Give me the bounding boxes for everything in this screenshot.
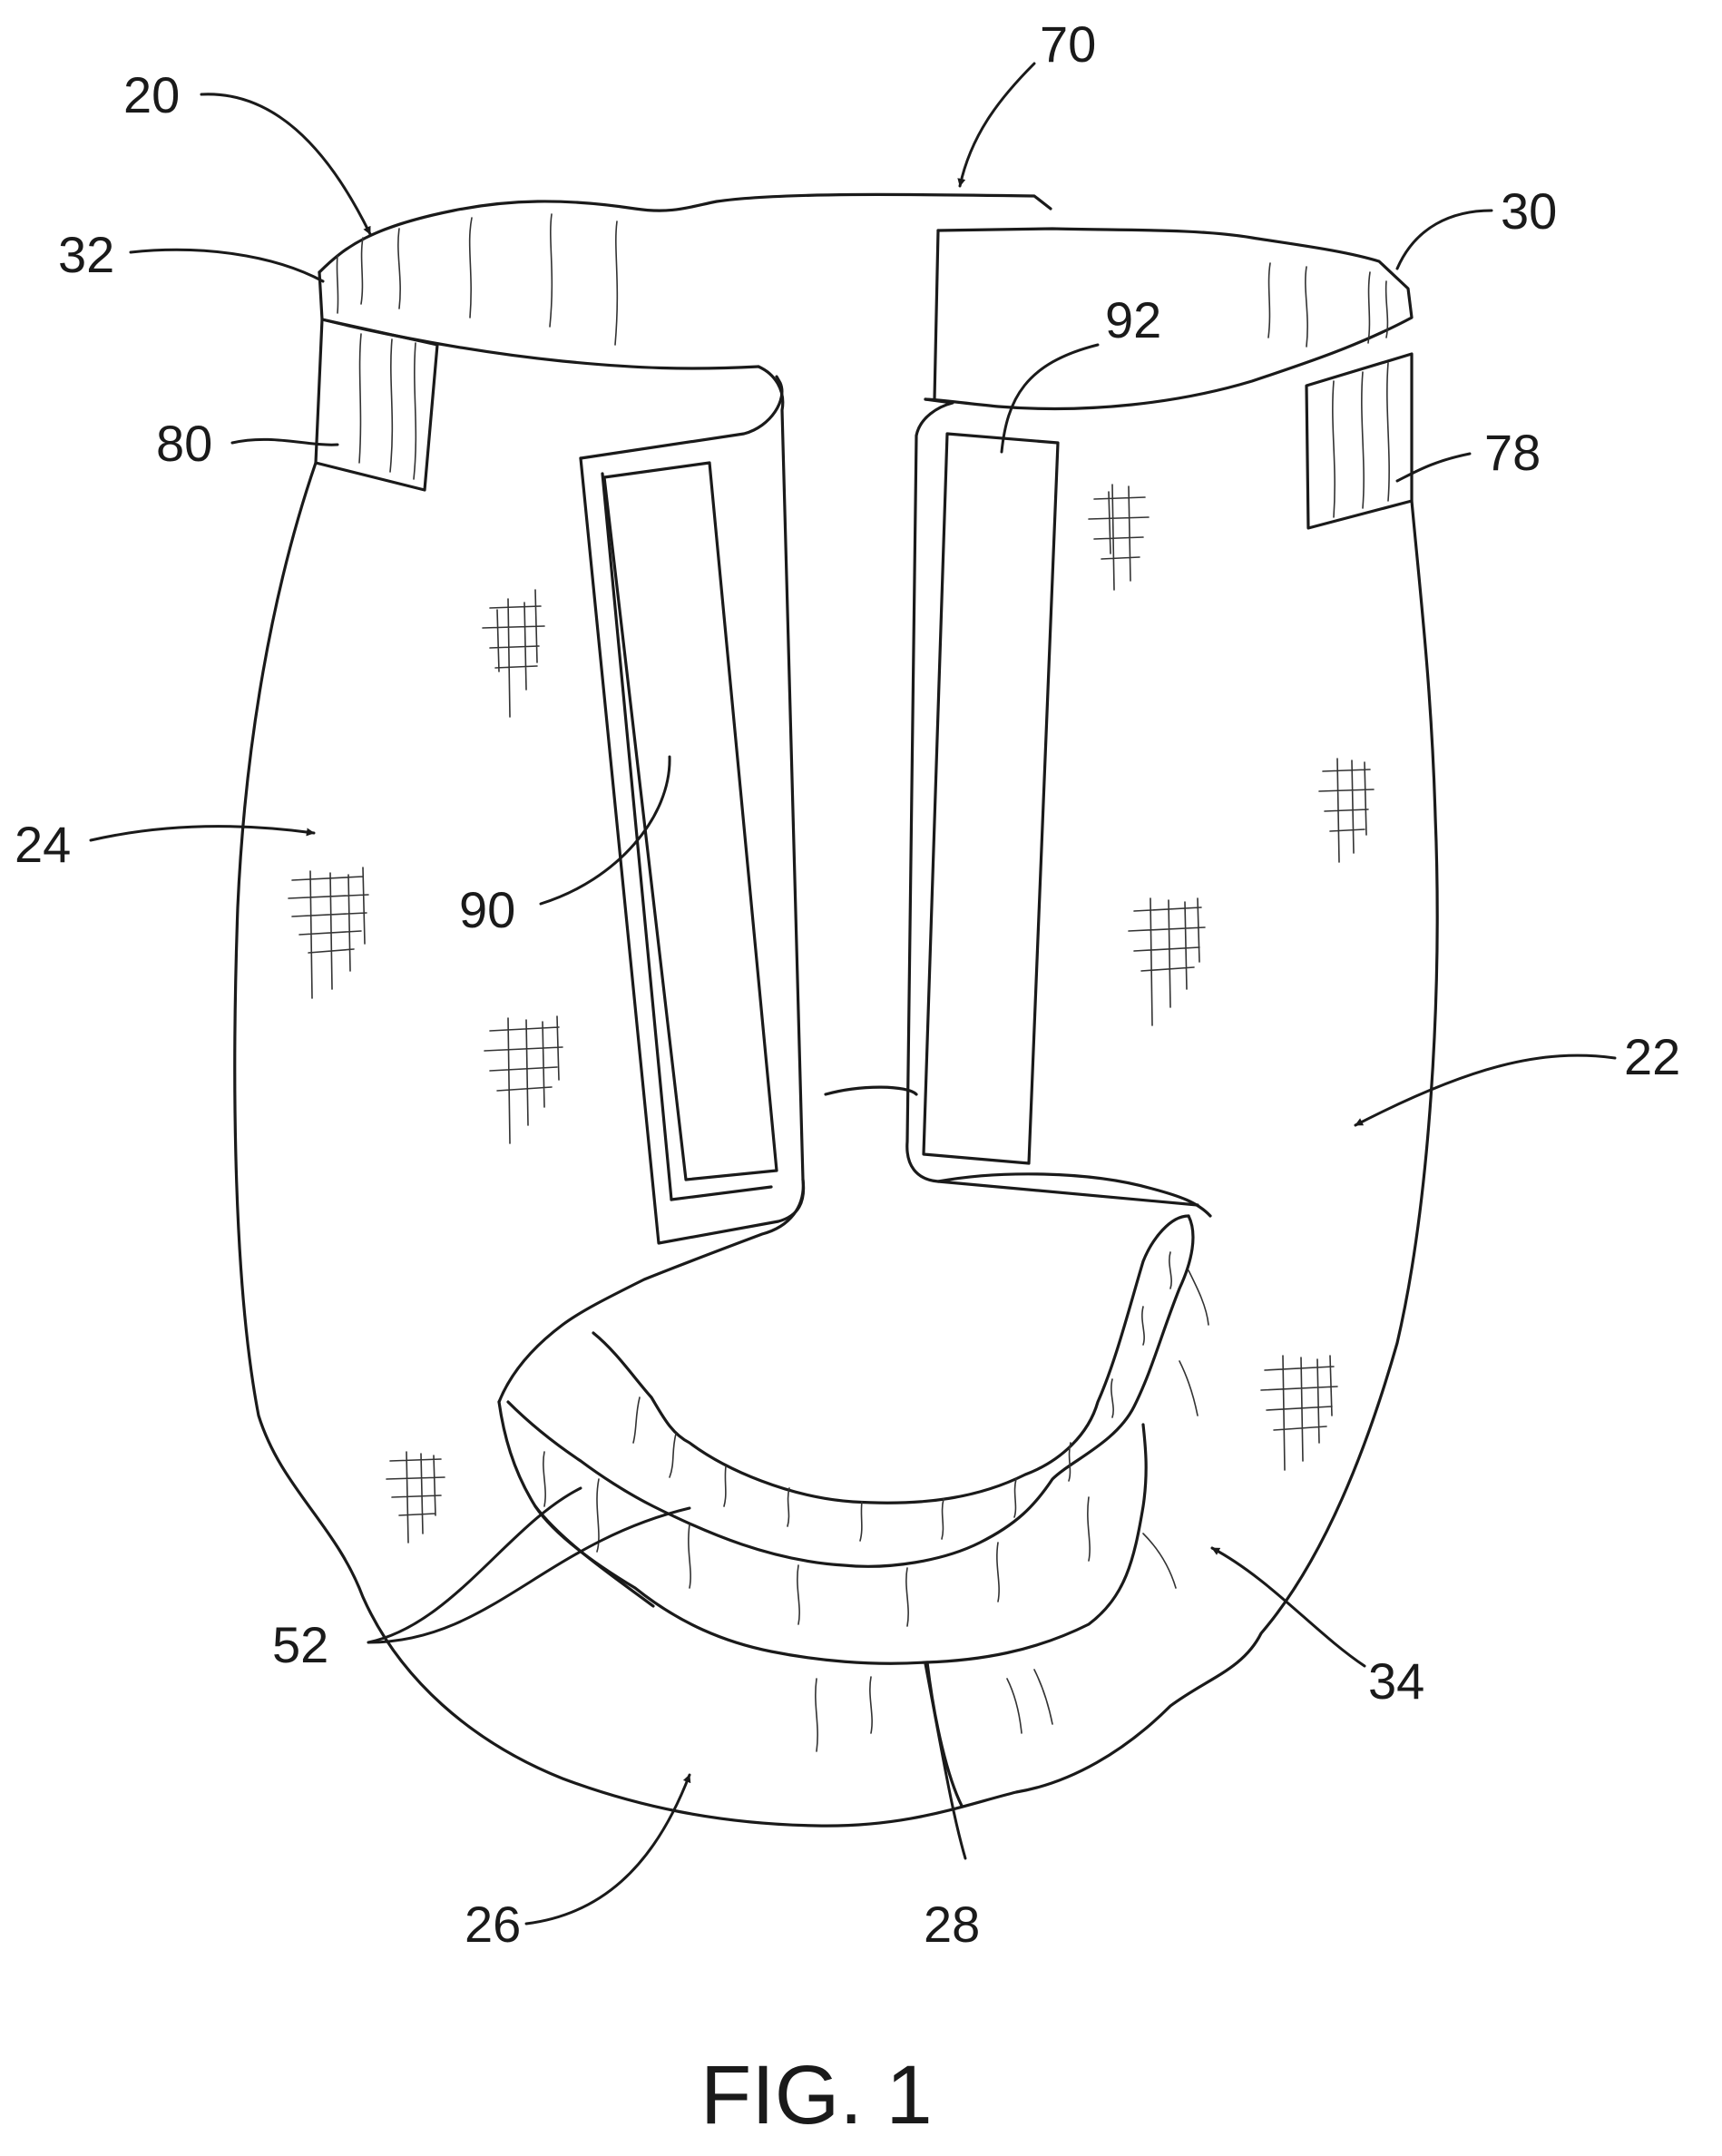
- label-92: 92: [1105, 291, 1161, 348]
- leader-52a: [368, 1488, 581, 1642]
- leader-30: [1397, 211, 1492, 269]
- label-34: 34: [1368, 1652, 1424, 1710]
- label-90: 90: [459, 881, 515, 938]
- texture-7: [1129, 898, 1205, 1025]
- label-26: 26: [465, 1896, 521, 1953]
- label-70: 70: [1040, 15, 1096, 73]
- leg-cuff-52: [499, 1216, 1208, 1663]
- leader-24: [91, 827, 314, 840]
- leader-78: [1397, 454, 1470, 481]
- texture-6: [1319, 759, 1374, 862]
- leader-80: [232, 439, 338, 445]
- label-52: 52: [272, 1616, 328, 1673]
- side-panel-78: [1306, 354, 1412, 528]
- leader-20: [201, 94, 370, 234]
- crotch-top: [499, 1087, 1210, 1402]
- texture-marks: [289, 485, 1374, 1543]
- leader-32: [131, 250, 323, 281]
- back-waistband: [925, 229, 1412, 408]
- leader-22: [1355, 1055, 1615, 1125]
- texture-3: [484, 1016, 563, 1143]
- label-80: 80: [156, 415, 212, 472]
- front-flap-90: [581, 367, 804, 1243]
- texture-8: [1261, 1356, 1337, 1470]
- label-32: 32: [58, 226, 114, 283]
- texture-2: [289, 867, 368, 998]
- label-78: 78: [1484, 424, 1541, 481]
- texture-4: [386, 1452, 445, 1543]
- texture-1: [483, 590, 544, 717]
- chassis-outline: [235, 463, 1437, 1826]
- leader-34: [1212, 1548, 1365, 1666]
- leader-92: [1002, 345, 1098, 452]
- label-24: 24: [15, 816, 71, 873]
- figure-caption: FIG. 1: [700, 2049, 933, 2141]
- back-flap-92: [907, 399, 1198, 1205]
- label-28: 28: [924, 1896, 980, 1953]
- label-22: 22: [1624, 1028, 1680, 1085]
- label-20: 20: [123, 66, 180, 123]
- label-30: 30: [1501, 182, 1557, 240]
- texture-5: [1089, 485, 1149, 590]
- leader-70: [960, 64, 1034, 186]
- leader-26: [526, 1775, 690, 1924]
- side-panel-80: [316, 319, 437, 490]
